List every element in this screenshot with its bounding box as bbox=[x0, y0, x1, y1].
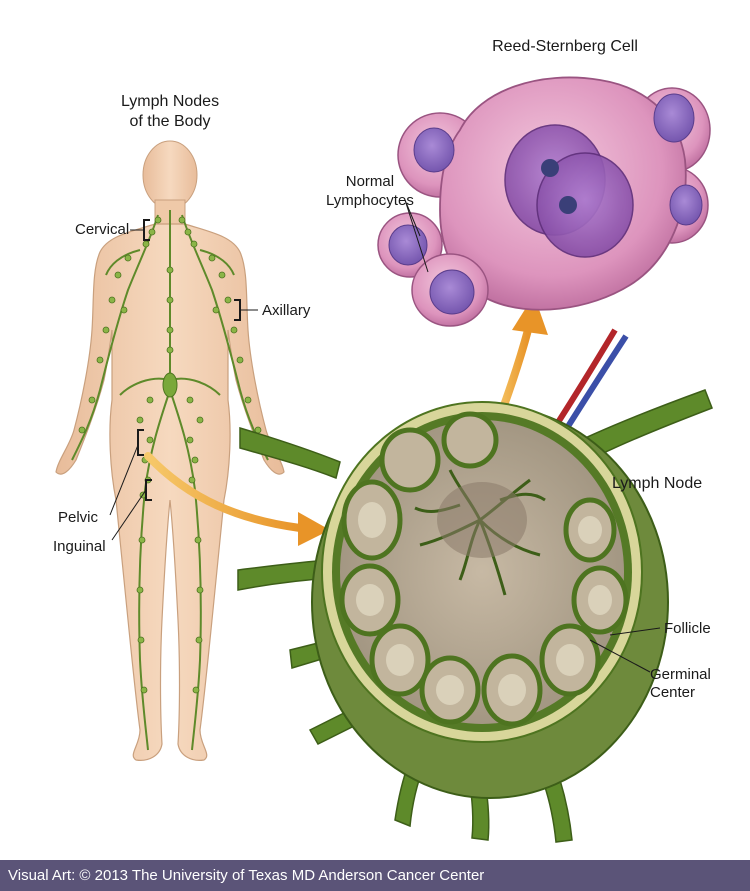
label-normal-lymphocytes-line2: Lymphocytes bbox=[326, 192, 414, 209]
body-title: Lymph Nodes of the Body bbox=[95, 92, 245, 132]
credit-bar: Visual Art: © 2013 The University of Tex… bbox=[0, 860, 750, 891]
reed-sternberg-cell bbox=[397, 76, 711, 311]
human-body-figure bbox=[55, 140, 285, 761]
label-normal-lymphocytes: Normal Lymphocytes bbox=[326, 172, 414, 210]
body-title-line1: Lymph Nodes bbox=[120, 93, 220, 110]
illustration bbox=[55, 76, 713, 843]
lymph-node-cross-section bbox=[237, 328, 713, 843]
label-germinal-center-line2: Center bbox=[650, 684, 696, 701]
label-inguinal: Inguinal bbox=[53, 538, 106, 555]
label-germinal-center: Germinal Center bbox=[650, 666, 711, 702]
label-axillary: Axillary bbox=[262, 302, 311, 319]
arrow-to-lymph-node bbox=[144, 452, 330, 546]
label-pelvic: Pelvic bbox=[58, 509, 99, 526]
cell-title: Reed-Sternberg Cell bbox=[480, 37, 650, 57]
credit-text: Visual Art: © 2013 The University of Tex… bbox=[8, 867, 485, 884]
label-germinal-center-line1: Germinal bbox=[650, 666, 711, 683]
label-follicle: Follicle bbox=[664, 620, 711, 637]
normal-lymphocytes bbox=[377, 212, 489, 327]
cell-title-text: Reed-Sternberg Cell bbox=[492, 38, 638, 55]
label-normal-lymphocytes-line1: Normal bbox=[345, 173, 395, 190]
label-cervical: Cervical bbox=[75, 221, 130, 238]
body-title-line2: of the Body bbox=[129, 113, 211, 130]
label-lymph-node: Lymph Node bbox=[612, 475, 703, 492]
